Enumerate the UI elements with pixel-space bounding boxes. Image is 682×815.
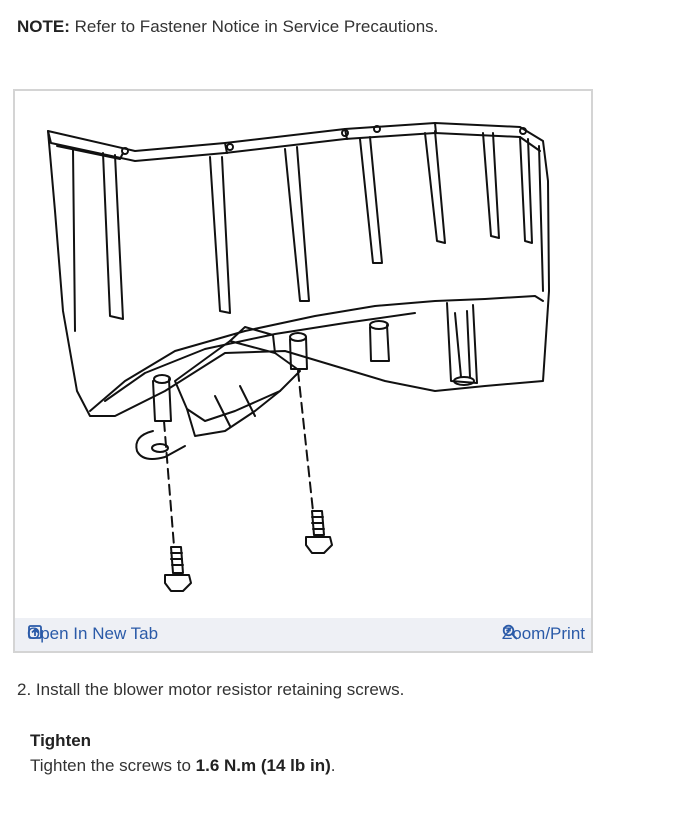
blower-resistor-diagram	[47, 122, 550, 592]
zoom-print-label: Zoom/Print	[501, 624, 585, 643]
figure-action-bar: Open In New Tab Zoom/Print	[15, 618, 591, 651]
tighten-prefix: Tighten the screws to	[30, 756, 196, 775]
note-label: NOTE:	[17, 17, 70, 36]
tighten-heading: Tighten	[30, 731, 92, 750]
open-in-new-tab-icon	[28, 625, 42, 639]
tighten-text: Tighten the screws to 1.6 N.m (14 lb in)…	[30, 756, 336, 776]
zoom-print-link[interactable]: Zoom/Print	[502, 624, 585, 644]
open-in-new-tab-label: Open In New Tab	[27, 624, 159, 643]
tighten-suffix: .	[330, 756, 336, 775]
magnifier-icon	[502, 624, 518, 640]
figure-panel: Open In New Tab Zoom/Print	[13, 89, 593, 653]
note-line: NOTE: Refer to Fastener Notice in Servic…	[17, 17, 438, 37]
step-instruction: 2. Install the blower motor resistor ret…	[17, 680, 405, 699]
torque-value: 1.6 N.m (14 lb in)	[195, 756, 331, 775]
note-text: Refer to Fastener Notice in Service Prec…	[69, 17, 439, 36]
open-in-new-tab-link[interactable]: Open In New Tab	[27, 624, 158, 644]
